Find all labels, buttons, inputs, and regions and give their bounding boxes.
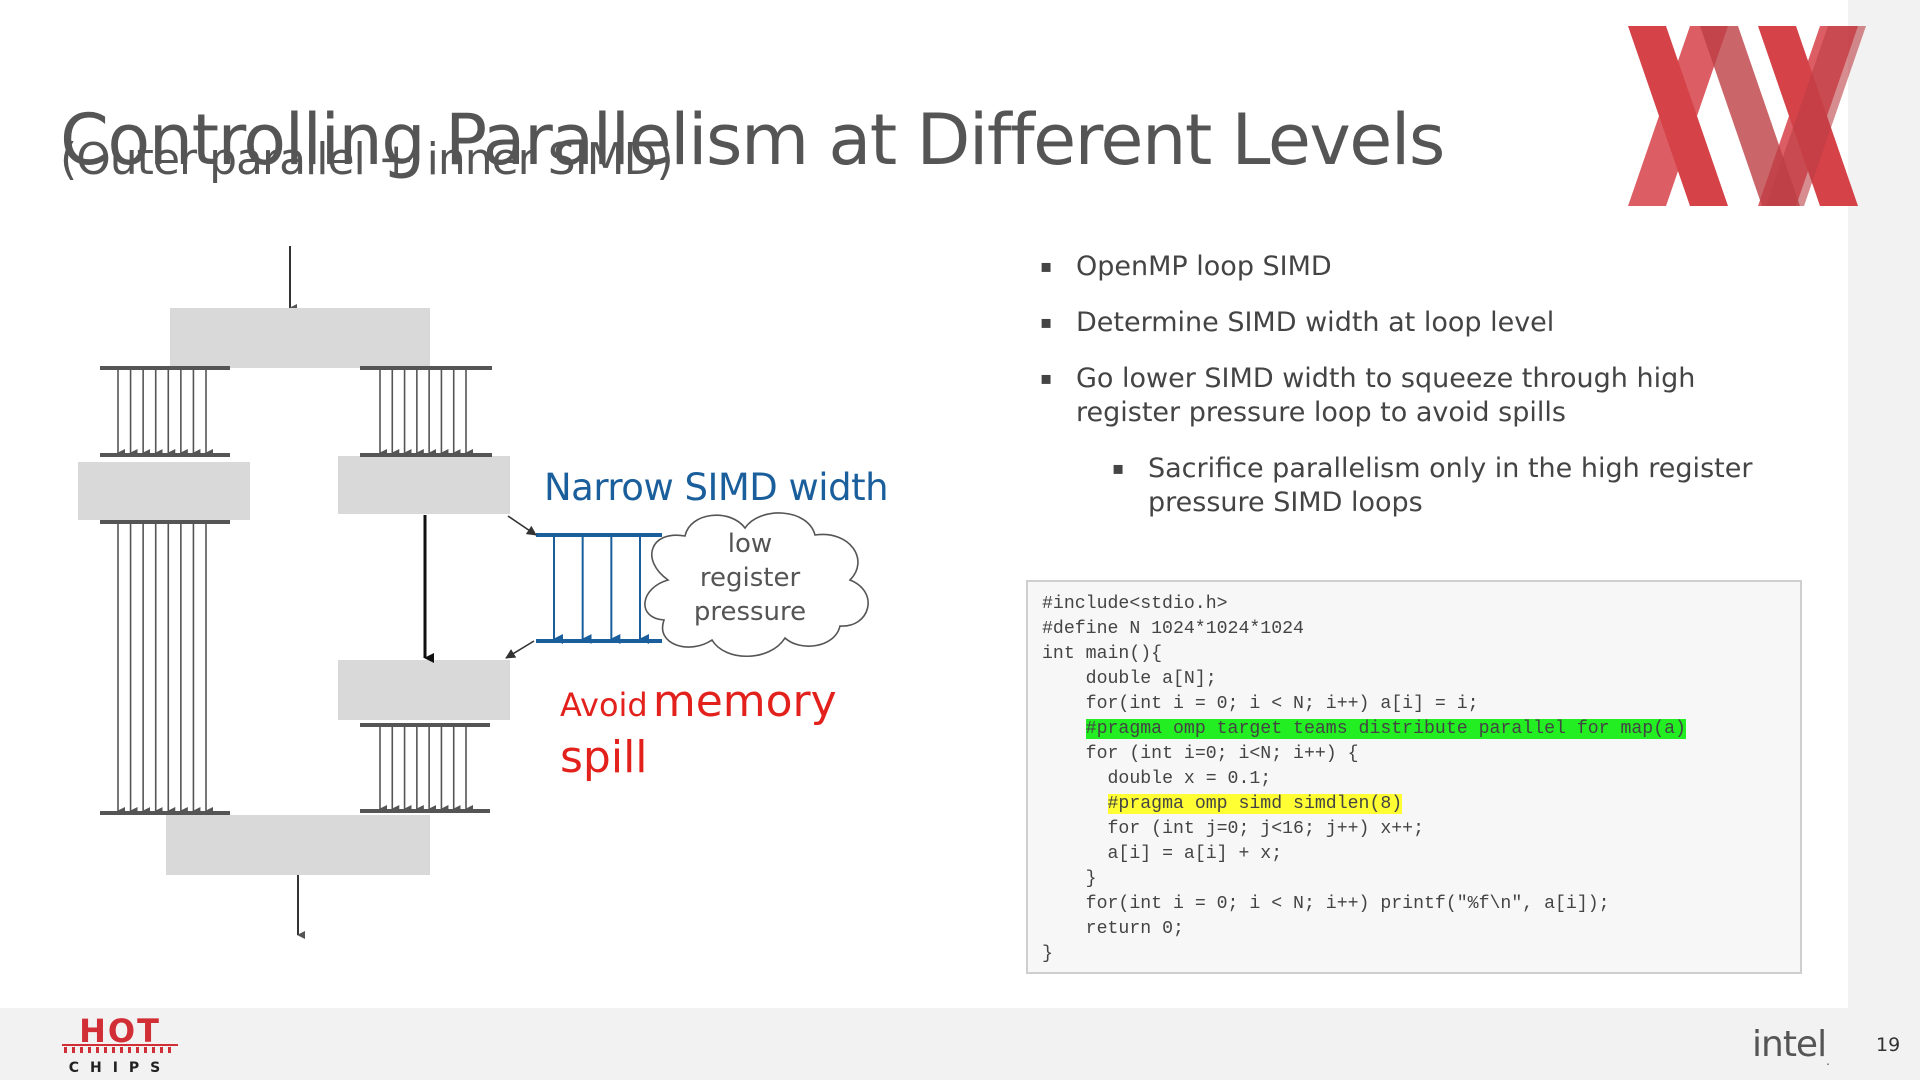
code-text: for(int i = 0; i < N; i++) printf("%f\n"… (1085, 894, 1610, 914)
code-line: a[i] = a[i] + x; (1042, 842, 1786, 867)
bullet-list: OpenMP loop SIMD Determine SIMD width at… (1040, 250, 1800, 542)
code-text: a[i] = a[i] + x; (1107, 844, 1283, 864)
code-line: } (1042, 867, 1786, 892)
code-line: return 0; (1042, 917, 1786, 942)
code-line: #pragma omp simd simdlen(8) (1042, 792, 1786, 817)
code-line: for(int i = 0; i < N; i++) printf("%f\n"… (1042, 892, 1786, 917)
right-lower-block (338, 660, 510, 720)
code-text: } (1042, 944, 1053, 964)
code-line: #define N 1024*1024*1024 (1042, 617, 1786, 642)
code-text: return 0; (1085, 919, 1184, 939)
cloud-line: low (727, 529, 773, 559)
hotchips-logo: HOT CHIPS (62, 1014, 178, 1076)
left-mid-block (78, 462, 250, 520)
code-listing: #include<stdio.h> #define N 1024*1024*102… (1026, 580, 1802, 974)
simd-lanes-top-right (379, 370, 473, 457)
right-mid-block (338, 456, 510, 514)
code-text: } (1085, 869, 1097, 889)
code-indent (1042, 719, 1086, 739)
hotchips-logo-bottom: CHIPS (69, 1060, 172, 1076)
top-block (170, 308, 430, 368)
code-line: for (int i=0; i<N; i++) { (1042, 742, 1786, 767)
narrow-simd-lanes (553, 537, 649, 644)
narrow-simd-label: Narrow SIMD width (544, 466, 889, 509)
simd-lanes-top-left (117, 370, 213, 457)
intel-wordmark: intel (1752, 1024, 1827, 1065)
page-subtitle: (Outer parallel + inner SIMD) (60, 134, 674, 185)
code-text: #include<stdio.h> (1042, 594, 1228, 614)
code-text: for(int i = 0; i < N; i++) a[i] = i; (1085, 694, 1479, 714)
page-title: Controlling Parallelism at Different Lev… (60, 98, 1445, 181)
intel-dot: . (1826, 1054, 1830, 1068)
code-line: int main(){ (1042, 642, 1786, 667)
simd-lanes-bottom-right (379, 727, 473, 813)
code-line: } (1042, 942, 1786, 967)
code-indent (1042, 919, 1086, 939)
bullet-item: Go lower SIMD width to squeeze through h… (1040, 362, 1800, 430)
intel-logo: intel. (1752, 1024, 1830, 1068)
bullet-item: OpenMP loop SIMD (1040, 250, 1800, 284)
code-indent (1042, 894, 1086, 914)
code-text: for (int i=0; i<N; i++) { (1085, 744, 1359, 764)
bottom-block (166, 815, 430, 875)
sub-bullet-item: Sacrifice parallelism only in the high r… (1112, 452, 1768, 520)
code-line: #include<stdio.h> (1042, 592, 1786, 617)
corner-xx-logo (1628, 26, 1866, 206)
code-indent (1042, 819, 1108, 839)
cloud-line: pressure (693, 597, 807, 627)
code-text: int main(){ (1042, 644, 1163, 664)
cloud-text: low register pressure (670, 527, 830, 629)
code-text: double x = 0.1; (1107, 769, 1272, 789)
code-text: for (int j=0; j<16; j++) x++; (1107, 819, 1425, 839)
code-line: double x = 0.1; (1042, 767, 1786, 792)
slide-number: 19 (1876, 1034, 1901, 1056)
code-line: for(int i = 0; i < N; i++) a[i] = i; (1042, 692, 1786, 717)
cloud-line: register (699, 563, 801, 593)
code-text: double a[N]; (1085, 669, 1217, 689)
cloud-shape (644, 512, 869, 658)
code-text: #pragma omp target teams distribute para… (1085, 719, 1686, 739)
code-line: #pragma omp target teams distribute para… (1042, 717, 1786, 742)
connector-out (505, 640, 535, 659)
parallelism-diagram (78, 246, 869, 939)
code-indent (1042, 744, 1086, 764)
spill-word: spill (560, 732, 648, 783)
code-line: double a[N]; (1042, 667, 1786, 692)
code-text: #pragma omp simd simdlen(8) (1107, 794, 1403, 814)
code-indent (1042, 694, 1086, 714)
memory-word: memory (652, 676, 837, 727)
code-indent (1042, 794, 1108, 814)
avoid-memory-label: Avoid memory (560, 676, 837, 727)
simd-lanes-left-long (117, 524, 213, 815)
avoid-word: Avoid (560, 686, 648, 724)
footer-bar (0, 1008, 1848, 1080)
code-indent (1042, 669, 1086, 689)
code-indent (1042, 844, 1108, 864)
code-indent (1042, 769, 1108, 789)
code-line: for (int j=0; j<16; j++) x++; (1042, 817, 1786, 842)
code-text: #define N 1024*1024*1024 (1042, 619, 1304, 639)
right-margin-strip (1848, 0, 1920, 1080)
code-indent (1042, 869, 1086, 889)
bullet-item: Determine SIMD width at loop level (1040, 306, 1800, 340)
connector-in (507, 515, 537, 536)
